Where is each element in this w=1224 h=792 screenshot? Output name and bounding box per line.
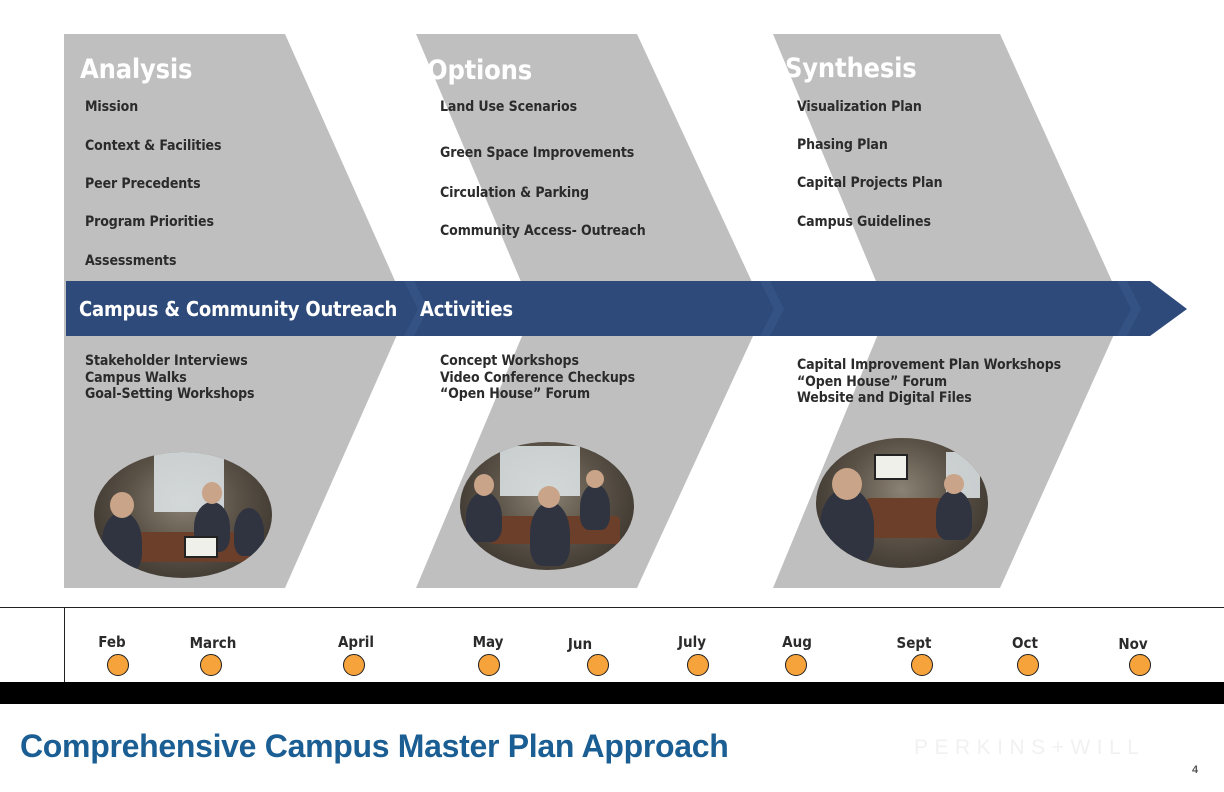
timeline-top-line [0, 607, 1224, 608]
analysis-activities: Stakeholder Interviews Campus Walks Goal… [85, 353, 255, 403]
analysis-item: Assessments [85, 253, 177, 269]
timeline-dot [587, 654, 609, 676]
timeline-dot [343, 654, 365, 676]
page-number: 4 [1192, 764, 1199, 776]
activity-item: Website and Digital Files [797, 390, 972, 406]
month-label: Sept [896, 634, 932, 652]
options-title: Options [427, 55, 533, 86]
banner-notch-2 [760, 281, 784, 336]
activity-item: Goal-Setting Workshops [85, 386, 255, 402]
timeline-dot [107, 654, 129, 676]
outreach-banner-arrow [66, 281, 1187, 336]
synthesis-title: Synthesis [785, 53, 917, 84]
slide-title: Comprehensive Campus Master Plan Approac… [20, 728, 729, 764]
timeline-dot [911, 654, 933, 676]
month-label: Nov [1118, 635, 1148, 653]
analysis-item: Peer Precedents [85, 176, 201, 192]
timeline-dot [478, 654, 500, 676]
activity-item: “Open House” Forum [440, 386, 590, 402]
meeting-photo [460, 442, 634, 570]
activity-item: Video Conference Checkups [440, 369, 635, 386]
activity-item: Concept Workshops [440, 353, 579, 369]
month-label: Aug [782, 633, 812, 651]
analysis-item: Mission [85, 99, 139, 115]
options-item: Community Access- Outreach [440, 223, 646, 239]
options-item: Circulation & Parking [440, 185, 589, 201]
perkins-will-logo: PERKINS+WILL [914, 736, 1146, 759]
synthesis-item: Phasing Plan [797, 137, 888, 153]
synthesis-item: Visualization Plan [797, 99, 922, 115]
analysis-item: Context & Facilities [85, 138, 222, 154]
banner-notch-3 [1117, 281, 1141, 336]
month-label: Feb [98, 633, 126, 651]
synthesis-item: Campus Guidelines [797, 214, 931, 230]
options-item: Land Use Scenarios [440, 99, 577, 115]
meeting-photo [816, 438, 988, 568]
activity-item: Campus Walks [85, 369, 187, 386]
timeline-dot [1017, 654, 1039, 676]
options-item: Green Space Improvements [440, 145, 635, 161]
timeline-start-tick [64, 607, 65, 683]
timeline-dot [687, 654, 709, 676]
synthesis-item: Capital Projects Plan [797, 175, 943, 191]
banner-notch-1 [404, 281, 428, 336]
timeline-dot [1129, 654, 1151, 676]
activity-item: “Open House” Forum [797, 373, 947, 390]
activity-item: Stakeholder Interviews [85, 353, 248, 369]
month-label: July [677, 633, 707, 651]
banner-label: Campus & Community Outreach [79, 297, 398, 321]
month-label: March [189, 634, 237, 652]
banner-label: Activities [420, 297, 513, 321]
timeline-dot [200, 654, 222, 676]
month-label: April [337, 633, 375, 651]
activity-item: Capital Improvement Plan Workshops [797, 357, 1062, 373]
timeline-dot [785, 654, 807, 676]
synthesis-activities: Capital Improvement Plan Workshops “Open… [797, 357, 1061, 407]
month-label: May [472, 633, 504, 651]
meeting-photo [94, 452, 272, 578]
analysis-title: Analysis [80, 54, 193, 85]
month-label: Jun [567, 635, 593, 653]
options-activities: Concept Workshops Video Conference Check… [440, 353, 635, 403]
timeline-bar [0, 682, 1224, 704]
month-label: Oct [1012, 634, 1038, 652]
analysis-item: Program Priorities [85, 214, 214, 230]
